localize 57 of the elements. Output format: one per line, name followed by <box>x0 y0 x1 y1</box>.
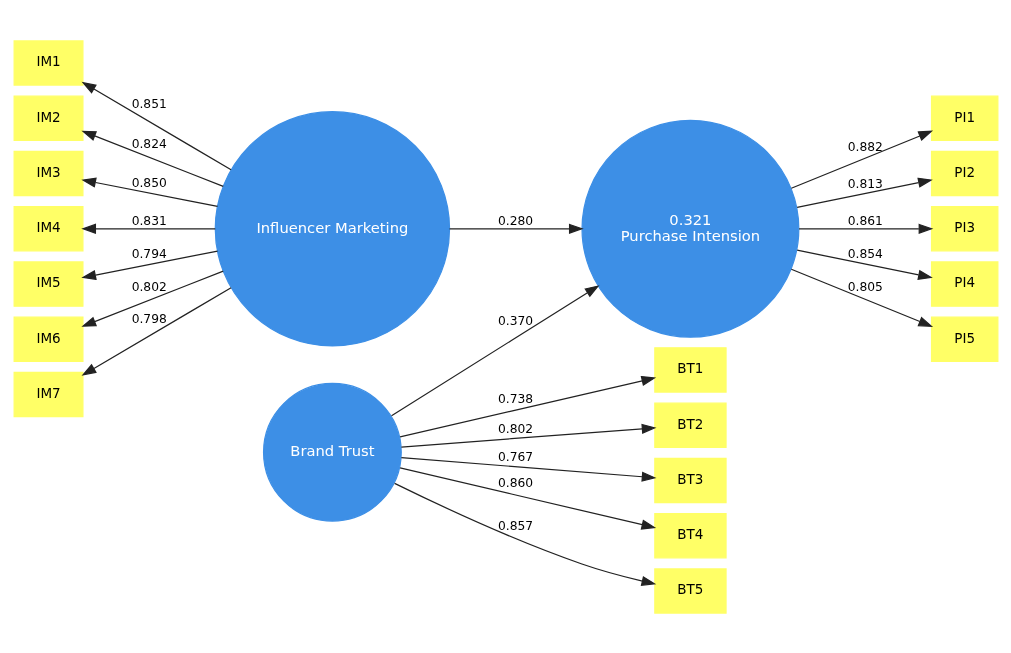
arrow <box>80 130 224 187</box>
edge-label: 0.767 <box>497 449 533 464</box>
edge-label: 0.860 <box>497 475 533 490</box>
arrow <box>797 223 933 234</box>
edge-label: 0.280 <box>497 213 533 228</box>
edge-label: 0.794 <box>131 246 167 261</box>
arrow <box>81 286 232 376</box>
arrow <box>393 482 656 586</box>
edge-label: 0.805 <box>847 279 883 294</box>
arrow <box>790 268 933 327</box>
node-box: IM5 <box>13 260 83 307</box>
edge-label: 0.824 <box>131 136 167 151</box>
arrow <box>80 270 224 327</box>
node-box: PI2 <box>930 150 998 196</box>
arrow <box>80 249 218 280</box>
edge-label: 0.738 <box>497 391 533 406</box>
node-box: IM1 <box>13 39 83 86</box>
edge-label: 0.370 <box>497 313 533 328</box>
edge-label: 0.850 <box>131 175 167 190</box>
node-box: IM6 <box>13 316 83 362</box>
arrow <box>448 223 584 234</box>
edge-label: 0.813 <box>847 176 883 191</box>
arrow <box>398 375 656 437</box>
edge-label: 0.802 <box>497 421 533 436</box>
edge-label: 0.857 <box>497 518 533 533</box>
edge-label: 0.831 <box>131 213 167 228</box>
arrow <box>790 130 933 189</box>
node-box: IM3 <box>13 150 83 196</box>
node-box: BT3 <box>653 457 727 503</box>
edge-label: 0.854 <box>847 246 883 261</box>
node-box: PI3 <box>930 205 998 251</box>
node-box: BT1 <box>653 346 727 393</box>
node-box: PI4 <box>930 260 998 307</box>
node-box: IM2 <box>13 95 83 141</box>
node-box: BT5 <box>653 567 727 614</box>
edge-label: 0.798 <box>131 311 167 326</box>
edge-label: 0.802 <box>131 279 167 294</box>
arrow <box>796 177 933 208</box>
edge-label: 0.851 <box>131 96 167 111</box>
arrow <box>80 177 218 207</box>
arrow <box>390 284 599 416</box>
arrow <box>796 249 933 280</box>
node-box: BT2 <box>653 402 727 448</box>
arrow <box>400 423 656 448</box>
node-box: PI1 <box>930 95 998 141</box>
arrow <box>400 456 656 482</box>
node-box: PI5 <box>930 316 998 362</box>
node-circle: Influencer Marketing <box>214 110 450 347</box>
node-box: IM4 <box>13 205 83 251</box>
arrow <box>81 81 232 170</box>
arrow <box>80 223 216 234</box>
node-box: IM7 <box>13 371 83 417</box>
edge-label: 0.882 <box>847 139 883 154</box>
node-box: BT4 <box>653 512 727 558</box>
arrow <box>398 466 656 530</box>
node-circle: Brand Trust <box>262 382 402 522</box>
edge-label: 0.861 <box>847 213 883 228</box>
